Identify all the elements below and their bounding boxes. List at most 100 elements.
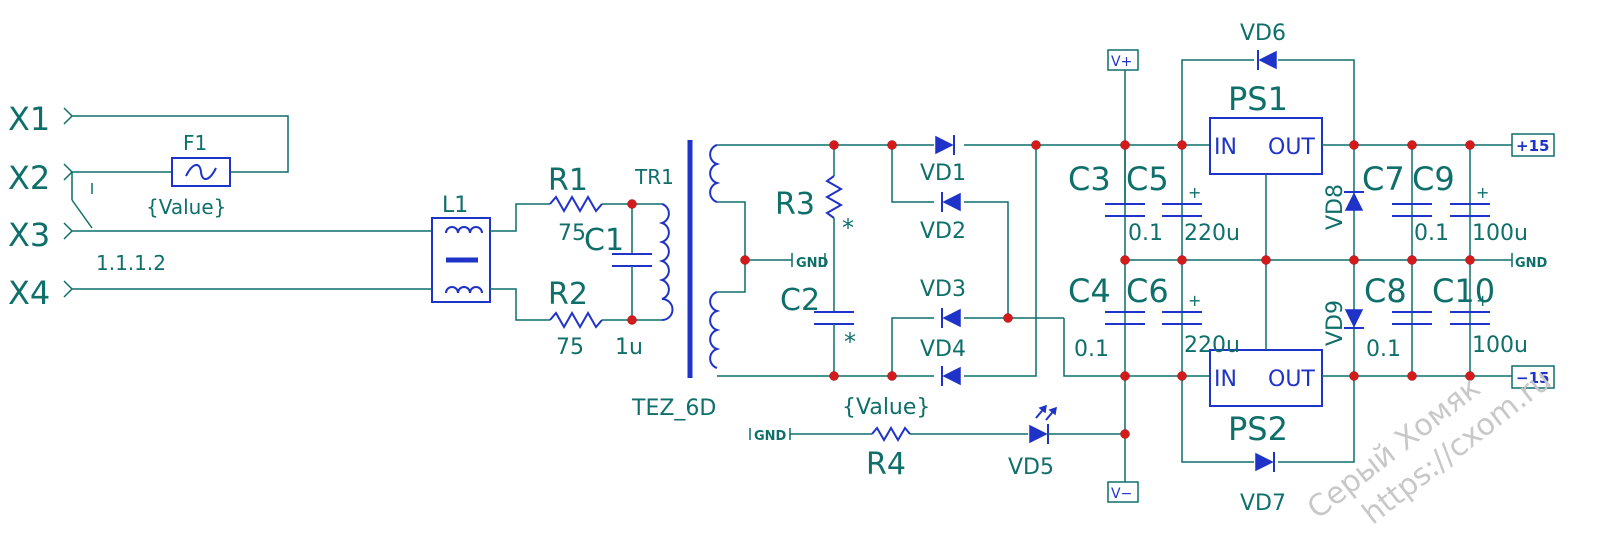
positive-regulator-section: IN OUT PS1 +15 VD6 VD8 [1125, 21, 1555, 260]
switch-label: 1.1.1.2 [96, 251, 166, 275]
capacitor-c8: C8 0.1 [1364, 260, 1432, 376]
ground-rail: GND [1125, 253, 1548, 271]
c4-ref: C4 [1068, 272, 1111, 310]
capacitor-c10: C10 + 100u [1432, 260, 1528, 376]
resistor-r1: R1 75 [548, 163, 632, 246]
terminal-x3-arrow [63, 222, 74, 240]
terminal-x2-label: X2 [8, 159, 50, 197]
diode-vd3: VD3 [920, 277, 966, 328]
c6-ref: C6 [1126, 272, 1169, 310]
c9-value: 100u [1472, 221, 1528, 246]
mains-switch: 1.1.1.2 [71, 172, 166, 275]
capacitor-c6: C6 + 220u [1126, 260, 1240, 376]
c1-ref: C1 [584, 223, 624, 258]
c5-value: 220u [1184, 221, 1240, 246]
vd4-label: VD4 [920, 337, 966, 362]
c5-plus: + [1188, 183, 1201, 202]
r2-ref: R2 [548, 277, 588, 312]
c10-plus: + [1476, 291, 1489, 310]
c6-value: 220u [1184, 333, 1240, 358]
capacitor-bank: C3 0.1 C5 + 220u C7 0.1 C9 + 100u [1068, 145, 1528, 376]
c3-ref: C3 [1068, 160, 1111, 198]
r3-star: * [842, 214, 854, 242]
c10-ref: C10 [1432, 272, 1495, 310]
r4-value: {Value} [842, 395, 930, 420]
capacitor-c5: C5 + 220u [1126, 145, 1240, 260]
ps1-out: OUT [1268, 135, 1315, 160]
c2-star: * [844, 328, 856, 356]
terminal-x3-label: X3 [8, 216, 50, 254]
terminal-x4-arrow [63, 280, 74, 298]
vd2-label: VD2 [920, 219, 966, 244]
c9-ref: C9 [1412, 160, 1455, 198]
diode-vd8: VD8 [1323, 145, 1364, 260]
fuse-f1: F1 {Value} [146, 131, 231, 219]
capacitor-c3: C3 0.1 [1068, 145, 1163, 246]
diode-vd2: VD2 [920, 192, 966, 244]
r1-value: 75 [558, 221, 586, 246]
c1-value: 1u [615, 335, 643, 360]
plus15-label: +15 [1516, 137, 1549, 155]
fuse-ref: F1 [183, 131, 207, 155]
input-terminals: X1 X2 X3 X4 [8, 100, 74, 312]
resistor-r2: R2 75 [548, 277, 632, 360]
vd9-label: VD9 [1323, 300, 1348, 346]
choke-to-resistors-wiring [490, 203, 550, 321]
v-plus-label: V+ [1111, 54, 1132, 70]
capacitor-c9: C9 + 100u [1412, 145, 1528, 260]
ps2-out: OUT [1268, 367, 1315, 392]
terminal-x1-label: X1 [8, 100, 50, 138]
vd6-label: VD6 [1240, 21, 1286, 46]
gnd-label-3: GND [1515, 256, 1548, 271]
v-minus-port [1107, 481, 1139, 503]
vd7-label: VD7 [1240, 491, 1286, 516]
choke-ref: L1 [442, 193, 468, 218]
vd3-label: VD3 [920, 277, 966, 302]
r4-ref: R4 [866, 447, 906, 482]
terminal-x4-label: X4 [8, 274, 50, 312]
ps1-in: IN [1214, 135, 1237, 160]
c8-ref: C8 [1364, 272, 1407, 310]
c6-plus: + [1188, 291, 1201, 310]
indicator-circuit: GND {Value} R4 VD5 [749, 395, 1125, 482]
c9-plus: + [1476, 183, 1489, 202]
vd5-label: VD5 [1008, 455, 1054, 480]
choke-l1: L1 [431, 193, 491, 303]
c7-value: 0.1 [1414, 221, 1449, 246]
c2-ref: C2 [780, 283, 820, 318]
ps1-ref: PS1 [1228, 80, 1288, 118]
r3-ref: R3 [775, 187, 815, 222]
v-minus-label: V− [1111, 486, 1132, 502]
diode-vd4: VD4 [920, 337, 966, 386]
vd8-label: VD8 [1323, 184, 1348, 230]
terminal-x1-arrow [63, 107, 74, 125]
capacitor-c4: C4 0.1 [1068, 272, 1145, 362]
vd1-label: VD1 [920, 161, 966, 186]
c3-value: 0.1 [1128, 221, 1163, 246]
watermark: Серый Хомяк https://cxom.ru [1301, 363, 1558, 532]
capacitor-c7: C7 0.1 [1362, 145, 1449, 260]
tr1-model: TEZ_6D [631, 396, 716, 421]
r2-value: 75 [556, 335, 584, 360]
c4-value: 0.1 [1074, 337, 1109, 362]
gnd-label-1: GND [796, 256, 829, 271]
negative-regulator-section: IN OUT PS2 −15 VD7 VD9 [1125, 260, 1555, 516]
c5-ref: C5 [1126, 160, 1169, 198]
input-wiring [72, 115, 432, 290]
ps2-ref: PS2 [1228, 410, 1288, 448]
c8-value: 0.1 [1366, 337, 1401, 362]
capacitor-c1: C1 1u [584, 203, 662, 360]
c7-ref: C7 [1362, 160, 1405, 198]
center-tap-gnd: GND [745, 253, 829, 271]
diode-vd9: VD9 [1323, 260, 1364, 376]
minus15-label: −15 [1516, 369, 1549, 387]
plus15-port [1511, 133, 1555, 157]
fuse-value: {Value} [146, 195, 226, 219]
ps2-in: IN [1214, 367, 1237, 392]
bridge-rectifier: VD1 VD2 VD3 VD4 [834, 135, 1125, 386]
supply-rails: V+ V− [1107, 49, 1139, 503]
diode-vd6: VD6 [1240, 21, 1286, 70]
junction-dots [627, 140, 1475, 439]
transformer-tr1: TR1 TEZ_6D [631, 140, 834, 421]
